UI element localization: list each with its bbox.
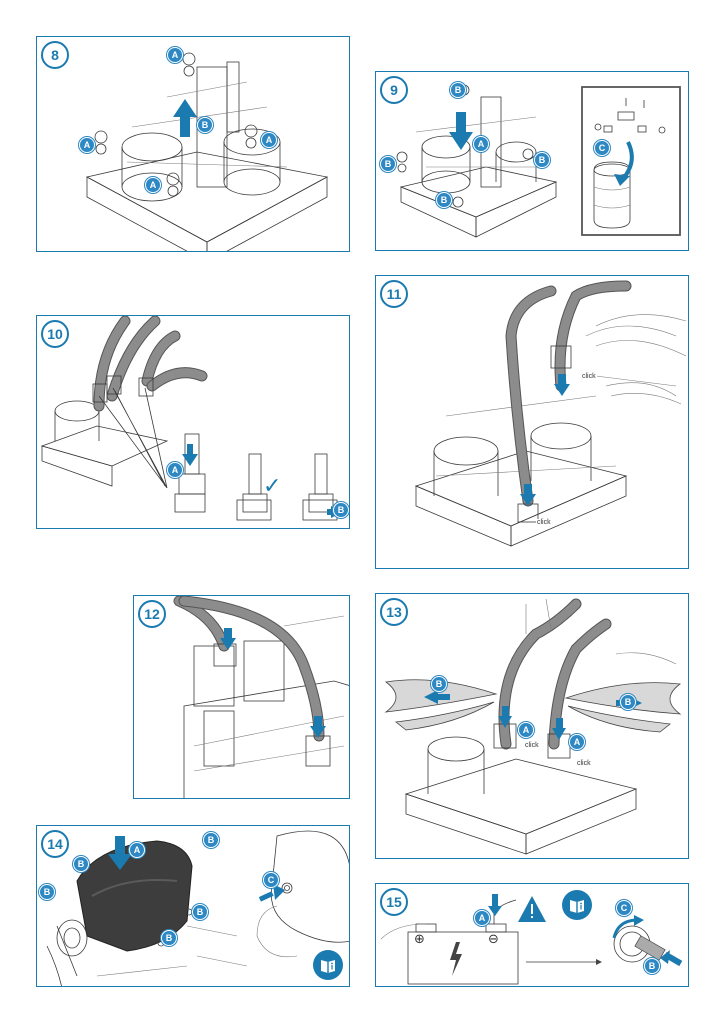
label-b-2: B: [39, 884, 55, 900]
step-11-panel: 11 click click: [375, 275, 689, 569]
step-10-panel: 10 ✓ A B: [36, 315, 350, 529]
label-b-3: B: [203, 832, 219, 848]
step-14-panel: 14 A B B B B B C: [36, 825, 350, 987]
battery-positive: ⊕: [414, 932, 425, 947]
label-a: A: [473, 136, 489, 152]
battery-negative: ⊖: [488, 932, 499, 947]
label-a-bottom: A: [145, 177, 161, 193]
hose-closeup-illustration: [173, 596, 349, 798]
label-c: C: [616, 900, 632, 916]
step-number: 9: [380, 76, 408, 104]
check-mark: ✓: [263, 474, 282, 499]
click-label-right: click: [576, 760, 592, 767]
step-15-panel: 15 ⊕ ⊖ A C B: [375, 883, 689, 987]
step-number: 12: [138, 600, 166, 628]
battery-connection-illustration: [380, 894, 683, 985]
label-c: C: [594, 140, 610, 156]
label-a-top: A: [167, 47, 183, 63]
label-a-left: A: [518, 722, 534, 738]
label-a: A: [129, 842, 145, 858]
cover-installation-illustration: [43, 830, 349, 986]
label-a-left: A: [79, 137, 95, 153]
hose-connector-illustration: [40, 316, 343, 521]
heater-block-illustration: [396, 84, 681, 238]
manual-info-icon: [313, 950, 343, 980]
hose-attachment-illustration: [414, 280, 687, 547]
step-number: 14: [41, 830, 69, 858]
step-number: 10: [41, 320, 69, 348]
label-b-bottom: B: [436, 192, 452, 208]
label-b: B: [197, 117, 213, 133]
click-label-top: click: [581, 373, 597, 380]
label-a-right: A: [261, 132, 277, 148]
label-b-4: B: [192, 904, 208, 920]
heater-block-illustration: [85, 52, 329, 251]
label-a: A: [167, 462, 183, 478]
step-8-panel: 8 A A A A B: [36, 36, 350, 252]
label-a: A: [474, 910, 490, 926]
step-number: 8: [41, 41, 69, 69]
step-13-panel: 13 B B A A click click: [375, 593, 689, 859]
step-12-panel: 12: [133, 595, 350, 799]
label-b-left: B: [431, 676, 447, 692]
label-c: C: [263, 872, 279, 888]
manual-info-icon: [562, 890, 592, 920]
label-b-right: B: [534, 152, 550, 168]
label-b-top: B: [450, 82, 466, 98]
label-b-left: B: [380, 156, 396, 172]
step-9-panel: 9 B A B B B C: [375, 71, 689, 251]
label-b: B: [333, 502, 349, 518]
label-b-right: B: [620, 694, 636, 710]
click-label-left: click: [524, 742, 540, 749]
label-b: B: [644, 958, 660, 974]
click-label-bottom: click: [536, 519, 552, 526]
step-number: 15: [380, 888, 408, 916]
step-number: 11: [380, 280, 408, 308]
label-b-1: B: [73, 856, 89, 872]
label-b-5: B: [161, 930, 177, 946]
step-number: 13: [380, 598, 408, 626]
label-a-right: A: [569, 734, 585, 750]
